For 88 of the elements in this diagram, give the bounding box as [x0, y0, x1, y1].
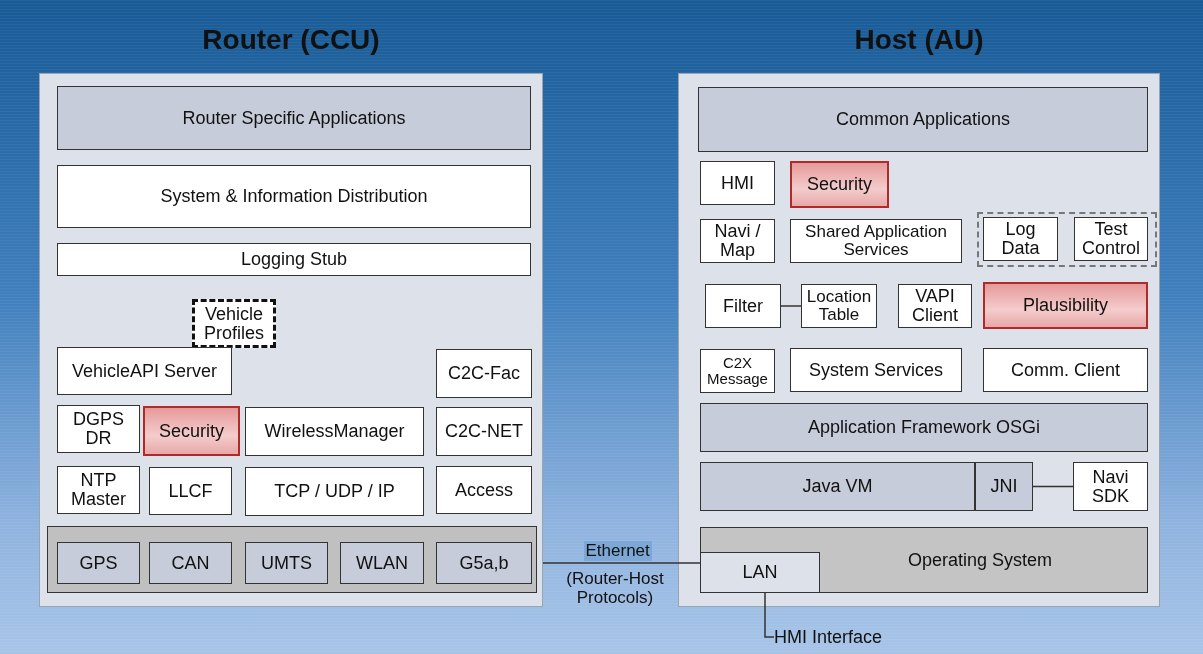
component-box: [1073, 462, 1148, 511]
layer-box: [700, 462, 975, 511]
component-box: [57, 165, 531, 228]
interface-label: HMI Interface: [774, 627, 883, 647]
layer-box: [340, 542, 424, 584]
component-box: [436, 466, 532, 514]
box-label: WLAN: [356, 553, 408, 573]
layer-box: [975, 462, 1033, 511]
component-box: [700, 552, 820, 593]
box-label: Security: [159, 421, 224, 441]
component-box: [700, 161, 775, 205]
box-label: Navi / Map: [713, 222, 762, 260]
box-label: Application Framework OSGi: [807, 418, 1041, 437]
box-label: VehicleAPI Server: [71, 361, 218, 381]
connector-line: [542, 562, 701, 564]
connector-line: [1032, 485, 1074, 488]
protocol-note: (Router-Host Protocols): [565, 570, 665, 608]
dashed-box: [192, 299, 276, 348]
box-label: GPS: [79, 553, 118, 573]
box-label: CAN: [171, 553, 210, 573]
layer-box: [436, 542, 532, 584]
layer-box: [700, 527, 1148, 593]
edge-label: Ethernet: [583, 541, 652, 561]
component-box: [149, 467, 232, 515]
box-label: Filter: [723, 296, 763, 316]
box-label: C2X Message: [706, 355, 769, 387]
box-label: JNI: [990, 477, 1018, 496]
interface-bar: [47, 526, 537, 593]
box-label: WirelessManager: [264, 422, 405, 441]
box-label: VAPI Client: [911, 287, 959, 325]
component-box: [700, 219, 775, 263]
box-label: Access: [455, 480, 513, 500]
box-label: Navi SDK: [1091, 467, 1130, 506]
box-label: Test Control: [1081, 220, 1141, 258]
box-label: Plausibility: [1022, 296, 1108, 315]
component-box: [245, 467, 424, 516]
component-box: [983, 217, 1058, 261]
box-label: C2C-Fac: [448, 364, 520, 383]
box-label: Vehicle Profiles: [203, 304, 265, 343]
layer-box: [700, 403, 1148, 452]
component-box: [57, 243, 531, 276]
component-box: [57, 347, 232, 395]
highlighted-box: [983, 282, 1148, 329]
box-label: HMI: [721, 173, 754, 193]
box-label: Log Data: [1000, 220, 1041, 258]
component-box: [436, 349, 532, 398]
box-label: System & Information Distribution: [160, 187, 428, 206]
component-box: [898, 284, 972, 328]
component-box: [790, 219, 962, 263]
layer-box: [57, 542, 140, 584]
component-box: [57, 466, 140, 514]
connector-line: [764, 592, 775, 638]
panel-heading: Router (CCU): [201, 24, 381, 56]
component-box: [245, 407, 424, 456]
layer-box: [149, 542, 232, 584]
highlighted-box: [143, 406, 240, 456]
box-label: TCP / UDP / IP: [274, 482, 395, 501]
box-label: Security: [807, 175, 872, 194]
box-label: LAN: [742, 563, 778, 582]
box-label: LLCF: [168, 481, 213, 501]
layer-box: [698, 87, 1148, 152]
box-label: Common Applications: [835, 110, 1011, 129]
box-label: G5a,b: [459, 553, 509, 573]
component-box: [705, 284, 781, 328]
component-box: [1074, 217, 1148, 261]
component-box: [57, 405, 140, 453]
box-label: Java VM: [802, 477, 873, 496]
box-label: C2C-NET: [445, 422, 523, 441]
box-label: System Services: [808, 360, 943, 380]
box-label: UMTS: [261, 553, 312, 573]
highlighted-box: [790, 161, 889, 208]
box-label: NTP Master: [70, 471, 127, 509]
component-box: [700, 349, 775, 393]
layer-box: [57, 86, 531, 150]
box-label: Logging Stub: [240, 250, 348, 269]
box-label: Location Table: [805, 288, 873, 324]
box-label: Shared Application Services: [804, 223, 948, 259]
box-label: Operating System: [907, 550, 1052, 570]
connector-line: [780, 305, 802, 307]
component-box: [790, 348, 962, 392]
box-label: Router Specific Applications: [182, 108, 406, 128]
dashed-group-box: [977, 212, 1157, 267]
component-box: [436, 407, 532, 456]
layer-box: [245, 542, 328, 584]
panel-heading: Host (AU): [853, 24, 985, 56]
box-label: DGPS DR: [72, 410, 125, 448]
box-label: Comm. Client: [1011, 360, 1120, 380]
component-box: [983, 348, 1148, 392]
